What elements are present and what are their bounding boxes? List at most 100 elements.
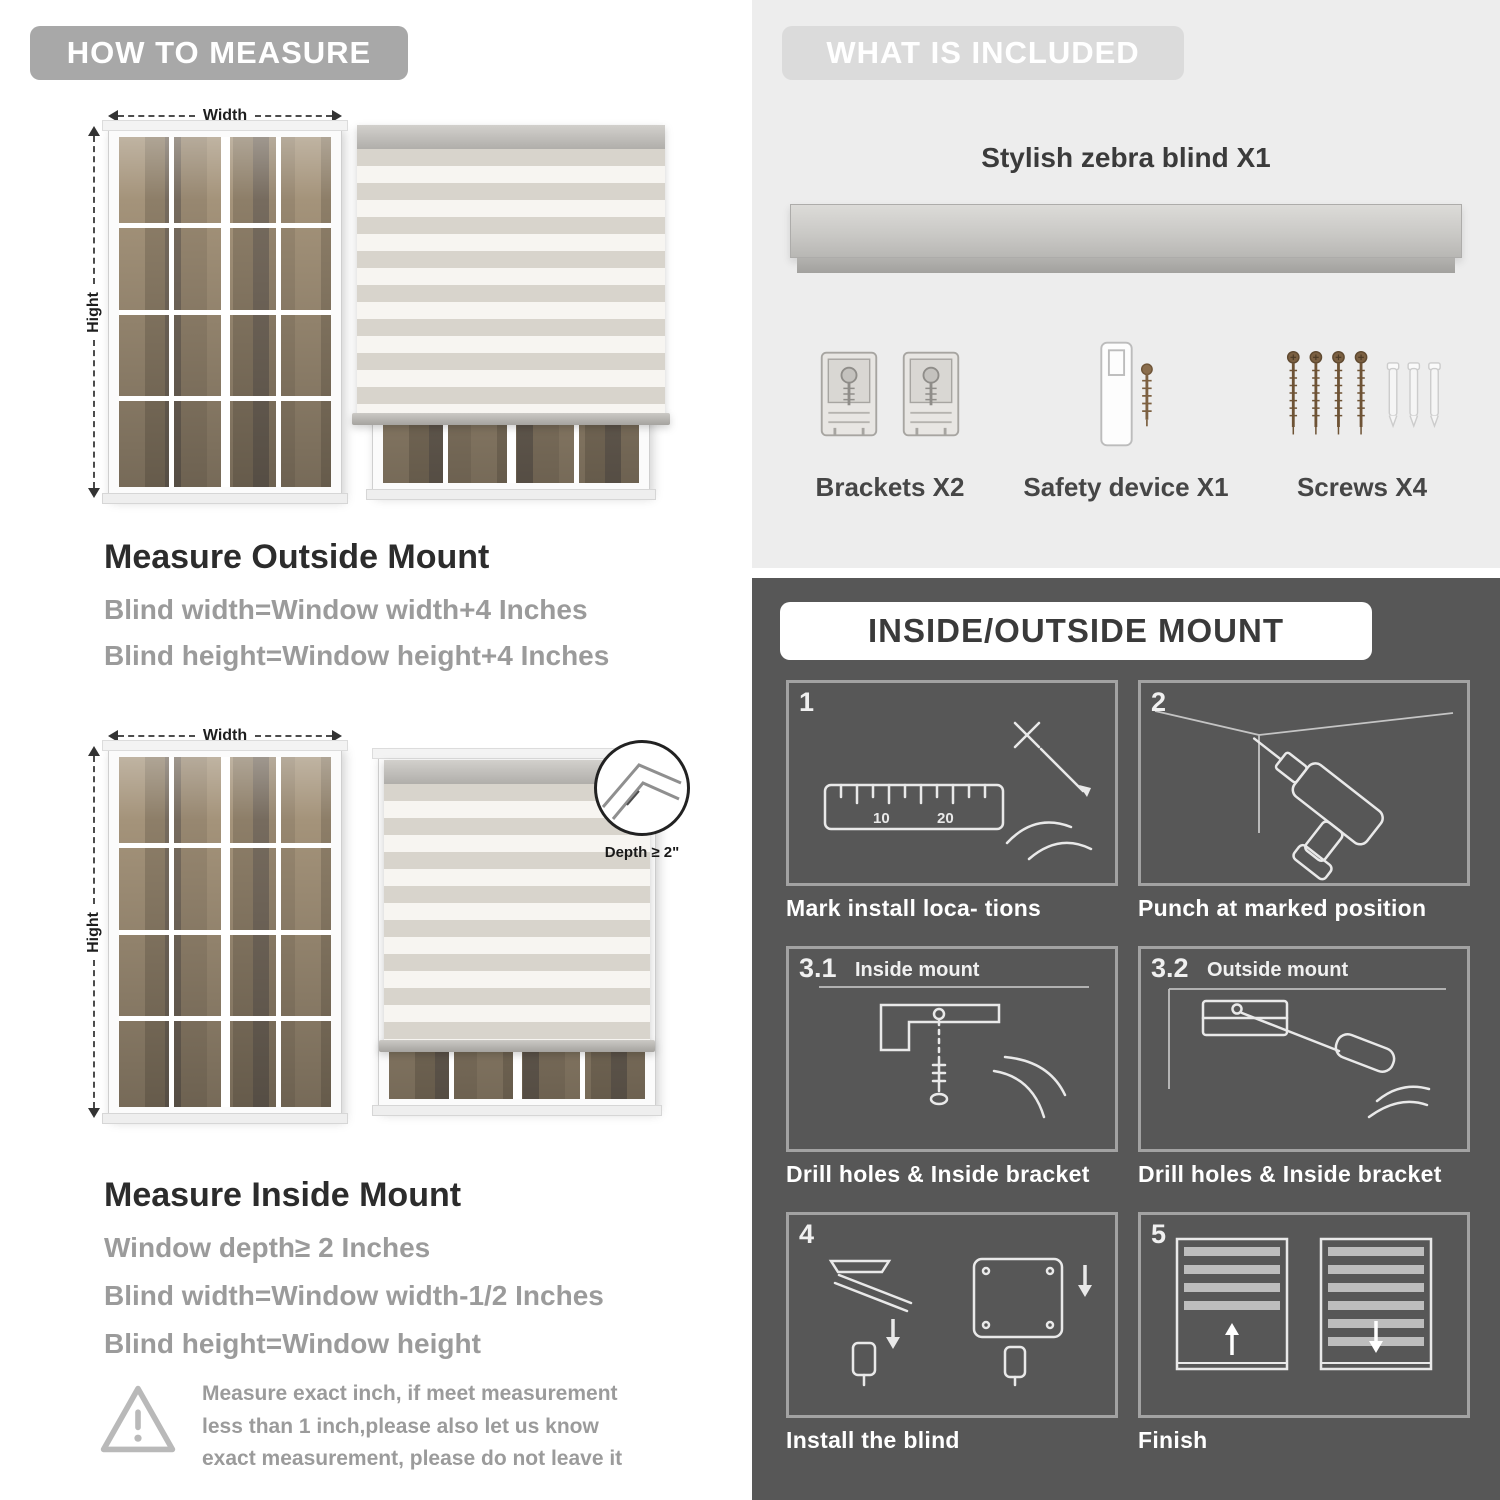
step-number: 5 (1151, 1219, 1167, 1249)
window-mullions (119, 137, 331, 487)
window-frame (102, 740, 348, 1124)
inside-formula-width: Blind width=Window width-1/2 Inches (104, 1280, 604, 1311)
brackets-label: Brackets X2 (815, 472, 965, 502)
safety-device-label: Safety device X1 (1023, 472, 1229, 502)
inside-outside-mount-header: INSIDE/OUTSIDE MOUNT (780, 602, 1372, 660)
width-label: Width (202, 727, 248, 744)
step-1-panel: 1 10 20 (786, 680, 1118, 886)
included-item-screws: Screws X4 (1244, 328, 1480, 503)
window-photo (119, 757, 331, 1107)
outside-mount-title: Measure Outside Mount (104, 538, 490, 576)
arrow-left-icon (108, 110, 118, 122)
height-label: Hight (85, 291, 102, 333)
blind-window-outside (352, 125, 670, 500)
step-2: 2 (1138, 680, 1470, 922)
outside-mount-diagram: Width Hight (0, 96, 752, 716)
screws-label: Screws X4 (1296, 472, 1428, 502)
window-frame (102, 120, 348, 504)
mount-steps-grid: 1 10 20 (786, 680, 1470, 1454)
height-arrow: Hight (80, 126, 108, 498)
step-4: 4 (786, 1212, 1118, 1454)
what-is-included-header: WHAT IS INCLUDED (782, 26, 1184, 80)
zebra-blind-outside (352, 125, 670, 425)
safety-device-icon (1100, 341, 1153, 447)
what-is-included-section: WHAT IS INCLUDED Stylish zebra blind X1 (752, 0, 1500, 568)
svg-text:20: 20 (937, 810, 954, 827)
step-number: 3.1 (799, 953, 837, 983)
measured-window-outside: Width Hight (80, 106, 348, 504)
mark-locations-drawing: 10 20 (823, 721, 1093, 861)
zebra-blind-label: Stylish zebra blind X1 (981, 142, 1271, 173)
included-item-brackets: Brackets X2 (772, 328, 1008, 503)
arrow-right-icon (332, 110, 342, 122)
step-3-2-panel: 3.2 Outside mount (1138, 946, 1470, 1152)
step-4-caption: Install the blind (786, 1427, 960, 1453)
outside-formula-height: Blind height=Window height+4 Inches (104, 640, 610, 671)
how-to-measure-header: HOW TO MEASURE (30, 26, 408, 80)
section-divider (752, 568, 1500, 578)
step-number: 2 (1151, 687, 1167, 717)
outside-formula-width: Blind width=Window width+4 Inches (104, 594, 588, 625)
brackets-image (816, 328, 964, 460)
height-arrow: Hight (80, 746, 108, 1118)
install-blind-drawing (828, 1257, 1092, 1387)
right-column: WHAT IS INCLUDED Stylish zebra blind X1 (752, 0, 1500, 1500)
depth-label: Depth ≥ 2" (604, 844, 680, 861)
arrow-down-icon (88, 1108, 100, 1118)
svg-text:10: 10 (873, 810, 890, 827)
safety-device-image (1078, 328, 1174, 460)
warning-text: Measure exact inch, if meet measurement … (202, 1382, 623, 1471)
outside-bracket-drawing (1168, 988, 1446, 1119)
step-3-2: 3.2 Outside mount (1138, 946, 1470, 1188)
blind-stripes (384, 784, 650, 1040)
step-3-1-caption: Drill holes & Inside bracket (786, 1161, 1090, 1187)
step-3-2-caption: Drill holes & Inside bracket (1138, 1161, 1442, 1187)
blind-bottom-bar (379, 1040, 655, 1052)
step-3-1: 3.1 Inside mount (786, 946, 1118, 1188)
width-arrow: Width (108, 726, 342, 746)
inside-mount-title: Measure Inside Mount (104, 1176, 462, 1214)
finished-blinds-drawing (1175, 1237, 1433, 1371)
step-5-panel: 5 (1138, 1212, 1470, 1418)
screws-anchors-icon (1286, 350, 1441, 436)
arrow-left-icon (108, 730, 118, 742)
step-number: 1 (799, 687, 815, 717)
step-2-caption: Punch at marked position (1138, 895, 1427, 921)
window-photo (119, 137, 331, 487)
height-label: Hight (85, 911, 102, 953)
step-2-panel: 2 (1138, 680, 1470, 886)
screws-image (1282, 328, 1442, 460)
inside-formula-height: Blind height=Window height (104, 1328, 481, 1359)
step-sub-label: Inside mount (855, 959, 980, 981)
blind-stripes (357, 149, 665, 413)
width-label: Width (202, 107, 248, 124)
window-frame (352, 125, 670, 500)
step-sub-label: Outside mount (1207, 959, 1349, 981)
step-1: 1 10 20 (786, 680, 1118, 922)
how-to-measure-section: HOW TO MEASURE Width Hight (0, 26, 752, 1471)
zebra-blind-headrail-image (790, 204, 1462, 273)
inside-outside-mount-section: INSIDE/OUTSIDE MOUNT 1 (752, 578, 1500, 1500)
arrow-up-icon (88, 746, 100, 756)
included-items-row: Brackets X2 (772, 328, 1480, 503)
inside-bracket-drawing (819, 986, 1089, 1119)
depth-magnifier-icon (594, 740, 690, 836)
arrow-down-icon (88, 488, 100, 498)
step-5-caption: Finish (1138, 1427, 1208, 1453)
included-item-safety-device: Safety device X1 (1008, 328, 1244, 503)
blind-headrail (357, 125, 665, 149)
blind-bottom-bar (352, 413, 670, 425)
step-3-1-panel: 3.1 Inside mount (786, 946, 1118, 1152)
step-number: 3.2 (1151, 953, 1189, 983)
width-arrow: Width (108, 106, 342, 126)
arrow-right-icon (332, 730, 342, 742)
frame-corner-drawing (601, 763, 682, 820)
bracket-icon (820, 351, 878, 437)
step-4-panel: 4 (786, 1212, 1118, 1418)
inside-formula-depth: Window depth≥ 2 Inches (104, 1232, 431, 1263)
measured-window-inside: Width Hight (80, 726, 348, 1124)
arrow-up-icon (88, 126, 100, 136)
bracket-icon (902, 351, 960, 437)
drill-punch-drawing (1154, 710, 1454, 881)
